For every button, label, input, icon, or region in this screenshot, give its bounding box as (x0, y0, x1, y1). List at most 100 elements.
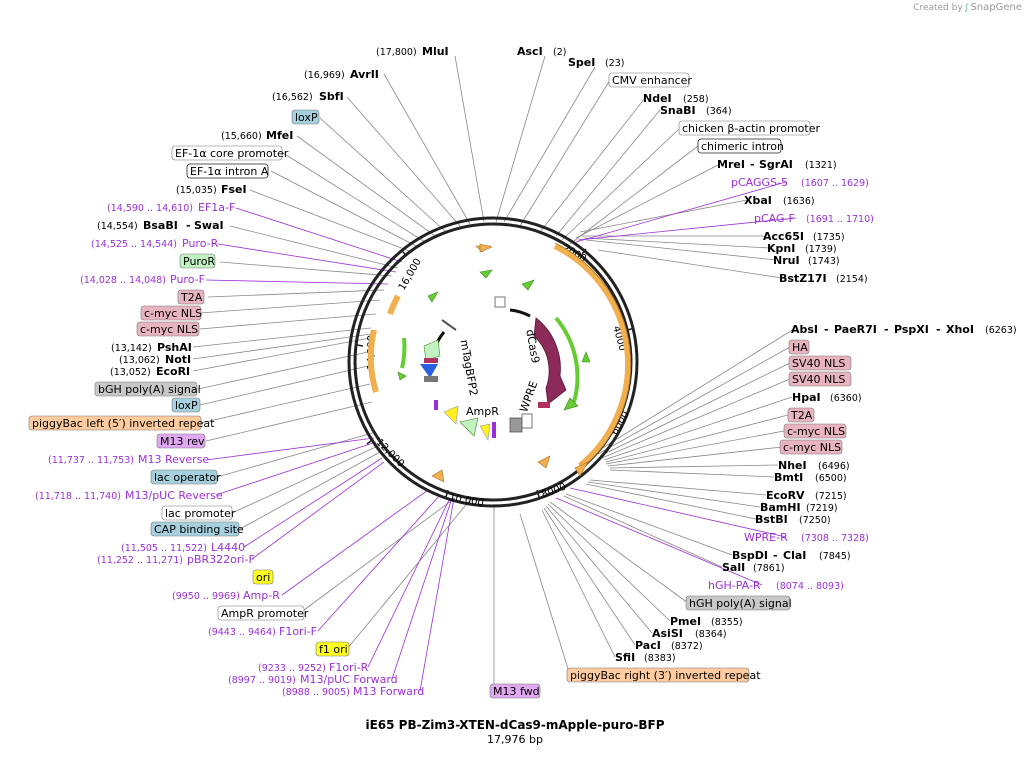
site-absi-sep2: - (884, 323, 889, 336)
site-ndei: NdeI (643, 92, 672, 105)
primer-m13-puc-forward: M13/pUC Forward (300, 673, 398, 686)
credit-text: Created by (913, 3, 963, 13)
feature-ha: HA (792, 341, 808, 354)
label-dcas9: dCas9 (523, 328, 542, 364)
pos-pshai: (13,142) (111, 343, 152, 354)
inner-box-pink (538, 402, 550, 408)
feature-lac-operator-box (150, 469, 218, 485)
tick-16000: 16,000 (397, 257, 424, 293)
label-mtagbfp2: mTagBFP2 (458, 339, 481, 397)
feature-cmyc2-right: c-myc NLS (783, 441, 841, 454)
site-bstbi: BstBI (755, 513, 788, 526)
pos-spei: (23) (605, 58, 625, 69)
primer-l4440: L4440 (211, 541, 245, 554)
feature-ef1a-intron: EF-1α intron A (190, 165, 269, 178)
mtagbfp2-arrow (420, 364, 438, 378)
pos-m13-forward: (8988 .. 9005) (282, 687, 350, 698)
feature-loxp-left: loxP (175, 399, 198, 412)
pos-nrui: (1743) (808, 256, 840, 267)
orange-feature-arcs (367, 243, 632, 469)
pos-mlui: (17,800) (376, 47, 417, 58)
feature-bgh: bGH poly(A) signal (98, 383, 201, 396)
pos-acc65i: (1735) (813, 232, 845, 243)
primer-ef1a-f: EF1a-F (198, 201, 235, 214)
feature-m13fwd-box (489, 683, 541, 699)
pos-pcag-f: (1691 .. 1710) (806, 214, 874, 225)
feature-lac-promoter-box (161, 505, 233, 521)
feature-m13rev: M13 rev (160, 435, 205, 448)
pos-snabi: (364) (706, 106, 732, 117)
feature-ori-box (252, 569, 274, 585)
feature-cmyc1-right: c-myc NLS (787, 425, 845, 438)
feature-ampr-promoter-box (217, 605, 305, 621)
feature-f1ori: f1 ori (319, 643, 348, 656)
primer-f1ori-f: F1ori-F (279, 625, 317, 638)
pos-m13-puc-forward: (8997 .. 9019) (228, 675, 296, 686)
green-feature-arcs (400, 316, 580, 403)
feature-bgh-box (94, 381, 198, 397)
primer-pcag-f: pCAG-F (754, 212, 795, 225)
pos-m13-puc-reverse: (11,718 .. 11,740) (35, 491, 121, 502)
pos-m13-reverse: (11,737 .. 11,753) (48, 455, 134, 466)
pos-wpre-r: (7308 .. 7328) (801, 533, 869, 544)
pos-hgh-pa-r: (8074 .. 8093) (776, 581, 844, 592)
pos-mrei: (1321) (805, 160, 837, 171)
pos-f1ori-r: (9233 .. 9252) (258, 663, 326, 674)
site-xhoi: XhoI (946, 323, 974, 336)
primer-mark-left (434, 400, 438, 410)
site-absi-sep1: - (824, 323, 829, 336)
pos-pmei: (8355) (711, 617, 743, 628)
feature-f1ori-box (315, 641, 350, 657)
left-gray-bar (424, 376, 438, 382)
feature-loxp-top-box (291, 109, 320, 125)
ampr-green-arrow (459, 417, 479, 437)
pos-bsabi: (14,554) (97, 221, 138, 232)
feature-ori: ori (256, 571, 270, 584)
orange-arrowheads (431, 243, 589, 483)
pos-ecorv: (7215) (815, 491, 847, 502)
feature-puror: PuroR (183, 255, 215, 268)
feature-cmyc1-left-box (140, 305, 202, 321)
site-pshai: PshAI (157, 341, 192, 354)
pos-fsei: (15,035) (176, 185, 217, 196)
primer-puro-r: Puro-R (182, 237, 219, 250)
pos-noti: (13,062) (119, 355, 160, 366)
feature-cmv-box (608, 72, 690, 88)
site-sgrai: SgrAI (759, 158, 793, 171)
tick-8000: 8000 (540, 482, 568, 501)
feature-chimeric: chimeric intron (701, 140, 784, 153)
feature-ef1a-core: EF-1α core promoter (175, 147, 289, 160)
pos-bstz17i: (2154) (836, 274, 868, 285)
pos-bstbi: (7250) (799, 515, 831, 526)
site-leader-lines (192, 55, 795, 685)
primer-m13-puc-reverse: M13/pUC Reverse (125, 489, 223, 502)
feature-t2a-left-box (177, 289, 205, 305)
pos-sfii: (8383) (644, 653, 676, 664)
pos-pbr322ori-f: (11,252 .. 11,271) (97, 555, 183, 566)
site-absi-sep3: - (936, 323, 941, 336)
feature-ha-box (788, 339, 810, 355)
primer-puro-f: Puro-F (170, 273, 205, 286)
feature-lac-operator: lac operator (154, 471, 221, 484)
feature-chicken: chicken β-actin promoter (682, 122, 820, 135)
left-green-box (423, 339, 441, 361)
primer-wpre-r: WPRE-R (744, 531, 788, 544)
site-hpai: HpaI (792, 391, 821, 404)
feature-sv40-2-box (788, 371, 852, 387)
site-pmei: PmeI (670, 615, 701, 628)
pos-absi: (6263) (985, 325, 1017, 336)
primer-hgh-pa-r: hGH-PA-R (708, 579, 761, 592)
feature-pb-right-box (566, 667, 750, 683)
pos-amp-r: (9950 .. 9969) (172, 591, 240, 602)
feature-lac-promoter: lac promoter (165, 507, 236, 520)
site-noti: NotI (165, 353, 191, 366)
feature-cap: CAP binding site (154, 523, 244, 536)
pos-l4440: (11,505 .. 11,522) (121, 543, 207, 554)
site-bamhi: BamHI (760, 501, 801, 514)
feature-hgh: hGH poly(A) signal (689, 597, 792, 610)
pos-nhei: (6496) (818, 461, 850, 472)
feature-ef1a-core-box (171, 145, 283, 161)
green-arrowheads (397, 269, 591, 411)
feature-m13fwd: M13 fwd (493, 685, 540, 698)
